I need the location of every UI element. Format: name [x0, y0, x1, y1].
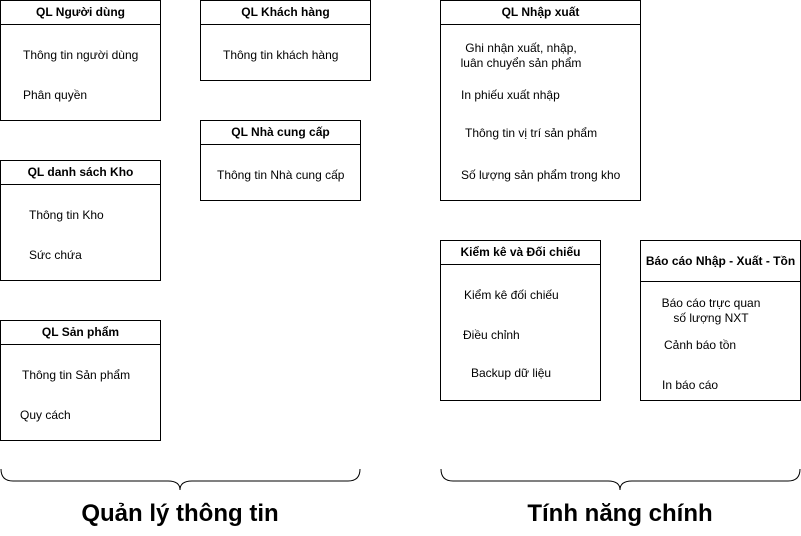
box-ql-nhap-xuat: QL Nhập xuất Ghi nhận xuất, nhập, luân c…	[440, 0, 641, 201]
box-item: số lượng NXT	[673, 311, 749, 325]
box-item: Thông tin vị trí sản phẩm	[465, 126, 598, 140]
box-item: Quy cách	[20, 408, 71, 422]
box-ql-nha-cung-cap: QL Nhà cung cấp Thông tin Nhà cung cấp	[200, 120, 361, 201]
box-item: In phiếu xuất nhập	[461, 88, 560, 102]
box-ql-nguoi-dung: QL Người dùng Thông tin người dùng Phân …	[0, 0, 161, 121]
box-item: Báo cáo trực quan	[661, 296, 761, 310]
box-item: Sức chứa	[29, 248, 82, 262]
box-item: Backup dữ liệu	[471, 366, 552, 380]
box-title: QL Khách hàng	[201, 1, 370, 25]
box-item: Thông tin khách hàng	[223, 48, 339, 62]
box-title: QL danh sách Kho	[1, 161, 160, 185]
box-item: Thông tin Kho	[29, 208, 104, 222]
box-title: QL Sản phẩm	[1, 321, 160, 345]
box-item: luân chuyển sản phẩm	[460, 56, 582, 70]
box-item: Điều chỉnh	[463, 328, 520, 342]
box-title: QL Người dùng	[1, 1, 160, 25]
box-item: Thông tin người dùng	[23, 48, 139, 62]
group-label-quan-ly-thong-tin: Quản lý thông tin	[81, 500, 279, 527]
box-item: Thông tin Nhà cung cấp	[217, 168, 345, 182]
box-ql-danh-sach-kho: QL danh sách Kho Thông tin Kho Sức chứa	[0, 160, 161, 281]
box-item: Số lượng sản phẩm trong kho	[461, 168, 621, 182]
box-kiem-ke-doi-chieu: Kiểm kê và Đối chiếu Kiểm kê đối chiếu Đ…	[440, 240, 601, 401]
box-item: Kiểm kê đối chiếu	[464, 288, 559, 302]
group-label-tinh-nang-chinh: Tính năng chính	[527, 500, 713, 527]
box-item: In báo cáo	[662, 378, 719, 392]
box-item: Cảnh báo tồn	[664, 338, 737, 352]
box-title: QL Nhà cung cấp	[201, 121, 360, 145]
box-title: QL Nhập xuất	[441, 1, 640, 25]
box-item: Phân quyền	[23, 88, 88, 102]
box-item: Thông tin Sản phẩm	[22, 368, 131, 382]
box-ql-khach-hang: QL Khách hàng Thông tin khách hàng	[200, 0, 371, 81]
box-title: Báo cáo Nhập - Xuất - Tồn	[641, 241, 800, 282]
box-item: Ghi nhận xuất, nhập,	[465, 41, 577, 55]
box-ql-san-pham: QL Sản phẩm Thông tin Sản phẩm Quy cách	[0, 320, 161, 441]
right-brace	[440, 468, 801, 491]
left-brace	[0, 468, 361, 491]
box-title: Kiểm kê và Đối chiếu	[441, 241, 600, 265]
